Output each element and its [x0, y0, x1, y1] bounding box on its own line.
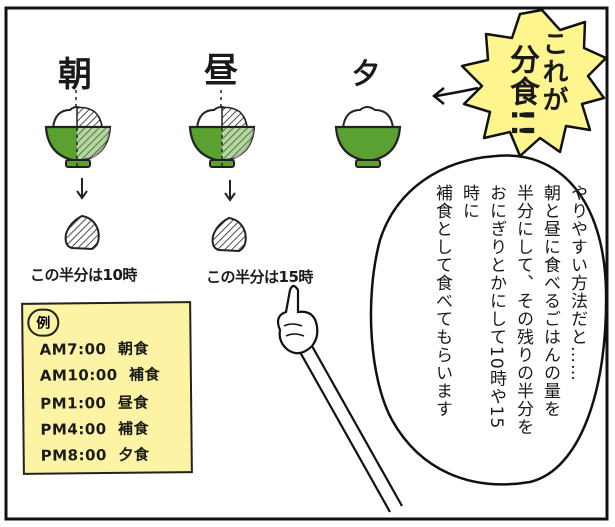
- schedule-time: PM4:00: [40, 420, 107, 439]
- speech-line: 朝と昼に食べるごはんの量を: [540, 184, 560, 418]
- morning-onigiri-icon: [64, 214, 100, 251]
- schedule-time: AM7:00: [39, 340, 107, 359]
- noon-arrow-icon: [224, 180, 236, 202]
- burst-title-line-1: これが: [538, 30, 568, 114]
- schedule-row: AM7:00 朝食: [39, 338, 150, 360]
- pointing-hand-icon: [276, 284, 403, 513]
- morning-caption: この半分は10時: [30, 266, 137, 284]
- speech-line: 補食として食べてもらいます: [432, 184, 452, 418]
- example-schedule-note: 例 AM7:00 朝食 AM10:00 補食 PM1:00 昼食 PM4:00 …: [21, 301, 193, 475]
- noon-caption: この半分は15時: [206, 268, 313, 286]
- schedule-row: PM1:00 昼食: [40, 392, 149, 414]
- schedule-time: PM8:00: [40, 446, 108, 465]
- speech-text: やりやすい方法だと…… 朝と昼に食べるごはんの量を 半分にして、その残りの半分を…: [428, 184, 590, 446]
- noon-onigiri-icon: [211, 216, 247, 253]
- panel-border: [4, 6, 609, 521]
- morning-rice-bowl-icon: [44, 90, 112, 168]
- morning-arrow-icon: [76, 178, 88, 200]
- schedule-meal: 補食: [129, 365, 161, 384]
- noon-rice-bowl-icon: [188, 90, 256, 168]
- schedule-meal: 補食: [118, 419, 150, 438]
- evening-rice-bowl-icon: [334, 106, 402, 168]
- schedule-row: PM8:00 夕食: [41, 444, 150, 466]
- title-burst: [460, 8, 608, 158]
- speech-line: 半分にして、その残りの半分を: [513, 184, 533, 436]
- schedule-row: PM4:00 補食: [40, 418, 149, 440]
- schedule-row: AM10:00 補食: [40, 363, 160, 385]
- burst-pointer-arrow-icon: [431, 86, 479, 105]
- speech-line: やりやすい方法だと……: [567, 184, 587, 382]
- schedule-time: AM10:00: [39, 365, 118, 385]
- meal-label-morning: 朝: [58, 55, 92, 95]
- example-label: 例: [27, 308, 60, 337]
- schedule-meal: 夕食: [118, 445, 150, 464]
- speech-bubble: [369, 154, 608, 486]
- schedule-meal: 昼食: [117, 393, 149, 412]
- burst-title-line-2: 分食!!: [504, 44, 539, 140]
- meal-label-evening: 夕: [352, 57, 381, 90]
- schedule-meal: 朝食: [117, 339, 150, 358]
- meal-label-noon: 昼: [204, 51, 238, 91]
- schedule-time: PM1:00: [40, 394, 107, 413]
- speech-line: おにぎりとかにして10時や15時に: [459, 184, 506, 430]
